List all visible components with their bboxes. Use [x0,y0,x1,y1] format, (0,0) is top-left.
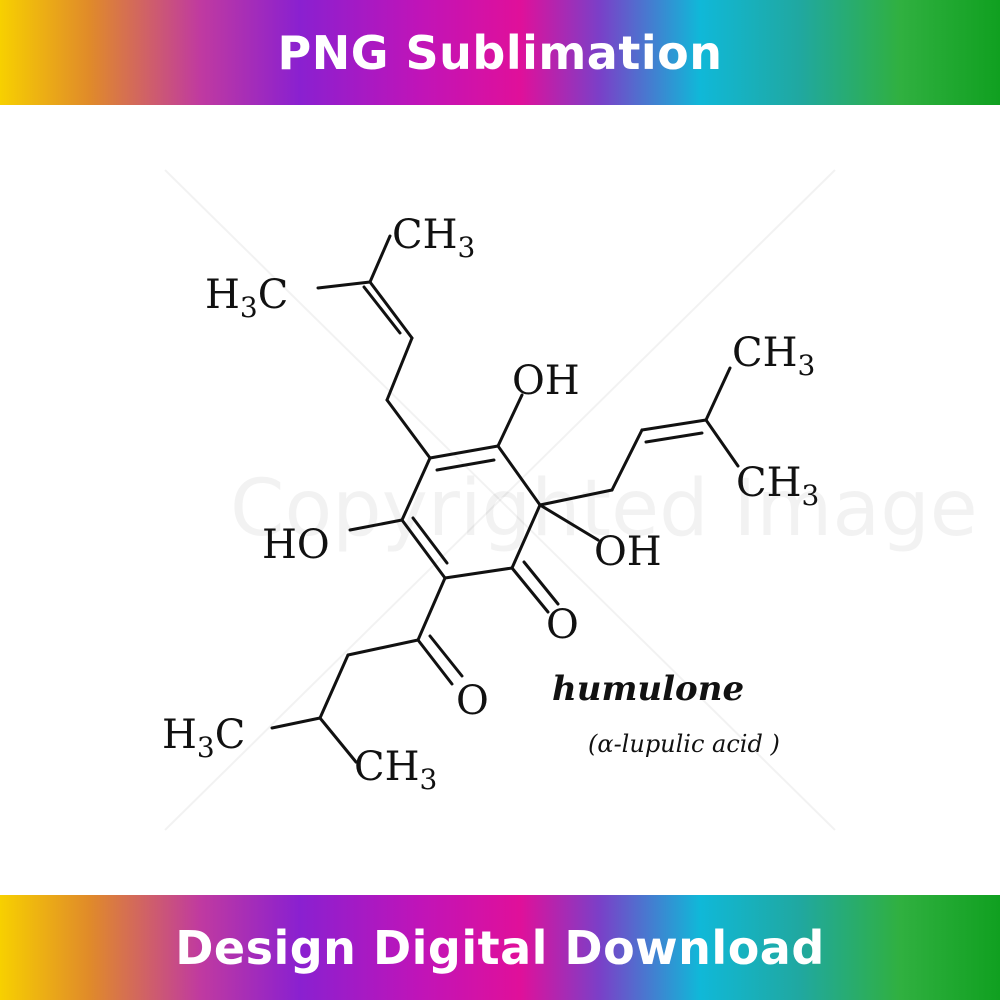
header-banner: PNG Sublimation [0,0,1000,105]
top-prenyl-chain [316,234,432,460]
atom-labels: CH3 H3C OH CH3 CH3 HO OH O O H3C CH3 [162,212,819,796]
label-oh-right: OH [594,529,662,575]
footer-banner: Design Digital Download [0,895,1000,1000]
label-ch3-bottom: CH3 [354,744,437,796]
watermark: Copyrighted Image [164,169,978,831]
compound-alt-name: (α-lupulic acid ) [588,730,780,758]
footer-title: Design Digital Download [175,920,825,975]
humulone-structure: Copyrighted Image [162,169,978,831]
compound-name: humulone [552,669,744,709]
label-ho-left: HO [262,522,330,568]
label-ch3-right-top: CH3 [732,330,815,382]
label-o-side-ketone: O [456,678,489,724]
label-o-ring-ketone: O [546,602,579,648]
acyl-side-chain [270,576,464,764]
label-ch3-top: CH3 [392,212,475,264]
label-oh-top: OH [512,358,580,404]
label-h3c-bottom: H3C [162,712,245,764]
label-ch3-right-bottom: CH3 [736,460,819,512]
watermark-text: Copyrighted Image [230,464,978,554]
header-title: PNG Sublimation [277,25,723,80]
right-prenyl-chain [538,366,740,507]
substituent-bonds [348,393,600,614]
diagram-canvas: Copyrighted Image [0,105,1000,895]
label-h3c-top: H3C [205,272,288,324]
ring-bonds [400,444,542,580]
